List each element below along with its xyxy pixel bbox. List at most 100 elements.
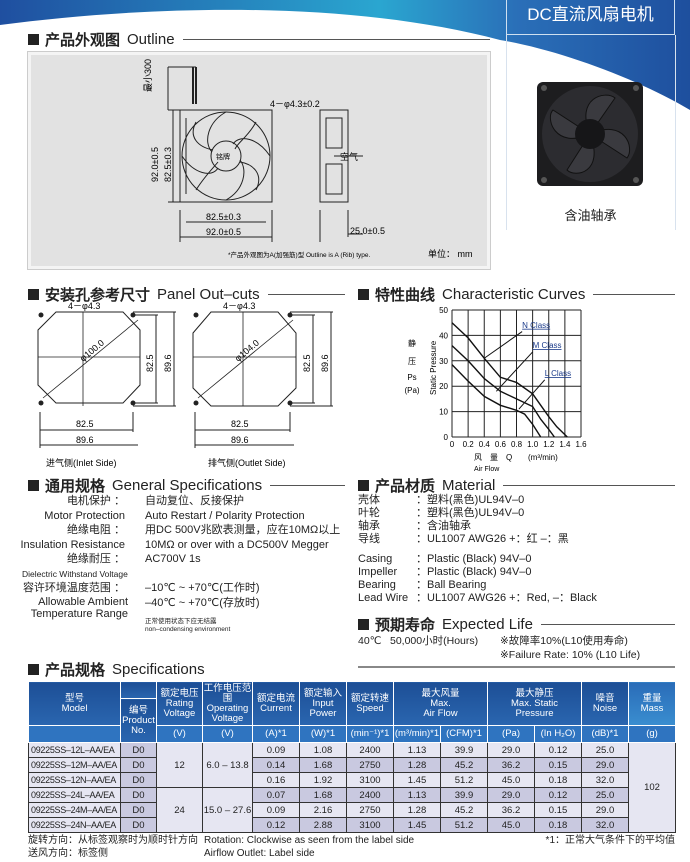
rotation-en: Rotation: Clockwise as seen from the lab… — [204, 835, 415, 846]
material-value: ：UL1007 AWG26 +：Red, –：Black — [416, 592, 597, 604]
spec-value: AC700V 1s — [145, 553, 201, 565]
cell-value: 25.0 — [581, 787, 630, 803]
cell-value: 2400 — [346, 742, 394, 758]
unit: (CFM)*1 — [439, 725, 489, 743]
inlet-holes: 4－φ4.3 — [68, 301, 100, 311]
cell-value: 29.0 — [581, 757, 630, 773]
series-line-m-class — [451, 345, 555, 438]
x-tick-label: 1.6 — [575, 440, 587, 449]
cell-value: 45.0 — [487, 817, 536, 833]
y-tick-label: 40 — [439, 331, 448, 340]
spec-label: Dielectric Withstand Voltage — [22, 569, 128, 579]
unit: (m³/min)*1 — [393, 725, 441, 743]
y-axis-label-cn: 压 — [408, 357, 416, 366]
material-label: Casing — [358, 553, 393, 565]
dim-depth: 25.0±0.5 — [350, 226, 385, 236]
cell-product-no: D0 — [120, 742, 157, 758]
th-operating-voltage: 工作电压范围 Operating Voltage — [202, 681, 253, 726]
unit: (In H₂O) — [534, 725, 583, 743]
cell-value: 39.9 — [439, 742, 489, 758]
th-spacer — [120, 681, 157, 699]
y-tick-label: 30 — [439, 357, 448, 366]
airflow-cn: 送风方向：标签侧 — [28, 848, 108, 859]
cell-value: 36.2 — [487, 802, 536, 818]
outlet-holes: 4－φ4.3 — [223, 301, 255, 311]
series-label: L Class — [545, 369, 571, 378]
material-label: Bearing — [358, 579, 396, 591]
cell-value: 45.2 — [439, 757, 489, 773]
footer-en: Rotation: Clockwise as seen from the lab… — [204, 834, 414, 860]
cell-operating-voltage: 6.0 – 13.8 — [202, 742, 253, 788]
dim-lead-length: 最小300 — [143, 59, 153, 92]
divider — [358, 666, 675, 668]
rotation-cn: 旋转方向：从标签观察时为顺时针方向 — [28, 835, 198, 846]
cell-rating-voltage: 12 — [156, 742, 203, 788]
dim-holes: 4－φ4.3±0.2 — [270, 99, 320, 109]
th-air-flow: 最大风量 Max. Air Flow — [392, 681, 489, 726]
cell-rating-voltage: 24 — [156, 787, 203, 833]
specifications-table: 型号 Model 额定电压 Rating Voltage 工作电压范围 Oper… — [28, 681, 677, 833]
note-en: non–condensing environment — [145, 626, 231, 633]
x-tick-label: 0 — [450, 440, 455, 449]
cell-value: 1.13 — [393, 742, 441, 758]
cell-model: 09225SS–24M–AA/EA — [28, 802, 121, 818]
material-label: Lead Wire — [358, 592, 409, 604]
x-tick-label: 1.2 — [543, 440, 555, 449]
cell-value: 1.45 — [393, 817, 441, 833]
dim-height-outer: 92.0±0.5 — [150, 147, 160, 182]
inlet-caption: 进气侧(Inlet Side) — [46, 457, 117, 468]
cell-product-no: D0 — [120, 802, 157, 818]
inlet-h-inner: 82.5 — [76, 419, 94, 429]
life-note-cn: ※故障率10%(L10使用寿命) — [500, 635, 628, 647]
header-background — [0, 0, 690, 110]
spec-value: 10MΩ or over with a DC500V Megger — [145, 539, 329, 551]
cell-value: 29.0 — [487, 787, 536, 803]
cell-value: 0.09 — [252, 742, 300, 758]
cell-model: 09225SS–12N–AA/EA — [28, 772, 121, 788]
th-product-no: 编号 Product No. — [120, 698, 157, 743]
note-cn: 正常使用状态下应无结露 — [145, 618, 217, 625]
cell-value: 25.0 — [581, 742, 630, 758]
footnote: *1：正常大气条件下的平均值 — [545, 835, 675, 846]
cell-value: 0.07 — [252, 787, 300, 803]
y-axis-label-cn: Ps — [407, 373, 416, 382]
th-current: 额定电流 Current — [252, 681, 300, 726]
cell-value: 29.0 — [487, 742, 536, 758]
cell-value: 0.12 — [534, 742, 583, 758]
unit: (V) — [202, 725, 253, 743]
unit: (W)*1 — [299, 725, 347, 743]
unit: (V) — [156, 725, 203, 743]
th-noise: 噪音 Noise — [581, 681, 630, 726]
dim-width-inner: 82.5±0.3 — [206, 212, 241, 222]
dim-width-outer: 92.0±0.5 — [206, 227, 241, 237]
inlet-v-inner: 82.5 — [145, 354, 155, 372]
outline-note: *产品外观图为A(加强筋)型 Outline is A (Rib) type. — [228, 250, 370, 259]
x-tick-label: 0.4 — [479, 440, 491, 449]
fan-product-photo — [537, 82, 643, 186]
divider — [506, 35, 507, 230]
panel-cutout-drawings: 4－φ4.3 φ100.0 82.5 89.6 82.5 89.6 进气侧(In… — [37, 301, 333, 468]
cell-value: 1.08 — [299, 742, 347, 758]
unit: (dB)*1 — [581, 725, 630, 743]
material-value: ：塑料(黑色)UL94V–0 — [416, 494, 525, 506]
cell-value: 0.14 — [252, 757, 300, 773]
outlet-caption: 排气侧(Outlet Side) — [208, 457, 286, 468]
th-speed: 额定转速 Speed — [346, 681, 394, 726]
series-line-l-class — [451, 364, 542, 438]
material-label: 导线 — [358, 533, 380, 545]
cell-value: 51.2 — [439, 772, 489, 788]
cell-value: 2400 — [346, 787, 394, 803]
spec-label: Motor Protection — [44, 510, 125, 522]
cell-value: 1.68 — [299, 757, 347, 773]
spec-value: –10℃ ~ +70℃(工作时) — [145, 582, 260, 594]
cell-model: 09225SS–24L–AA/EA — [28, 787, 121, 803]
outline-drawing: 最小300 4－φ4.3±0.2 92.0±0.5 82.5±0.3 82.5±… — [143, 59, 473, 259]
cell-value: 0.15 — [534, 802, 583, 818]
